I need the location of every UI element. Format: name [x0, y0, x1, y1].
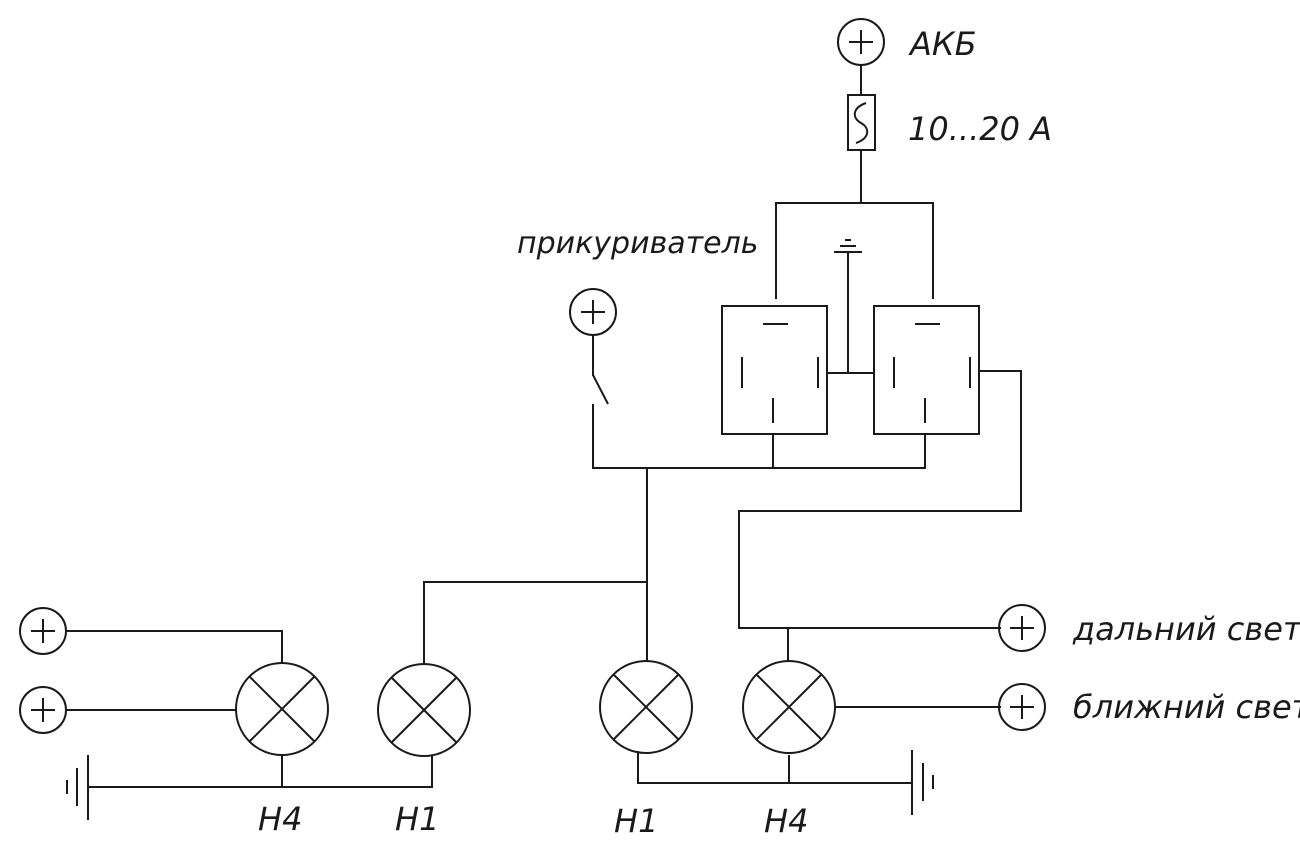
ground-icon-top	[834, 239, 862, 253]
wires	[66, 65, 1022, 788]
left-lower-terminal	[19, 686, 67, 734]
lamp-left-h4	[235, 662, 329, 756]
fuse-icon	[847, 94, 876, 151]
ground-icon-left	[66, 755, 89, 820]
left-upper-terminal	[19, 607, 67, 655]
wire-relay2-side-output	[738, 370, 1022, 629]
wire-lighter-to-bus	[592, 404, 926, 469]
relay-1	[721, 305, 828, 435]
low-beam-label: ближний свет	[1073, 688, 1300, 726]
lamp-label-left-h4: H4	[258, 800, 302, 838]
wire-left-upper-feed	[66, 630, 283, 663]
high-beam-label: дальний свет	[1072, 610, 1300, 648]
switch-icon	[592, 374, 609, 405]
lighter-plus-circle	[569, 288, 617, 336]
ground-icon-right	[911, 750, 934, 815]
lamp-right-h4	[742, 660, 836, 754]
lamp-label-right-h4: H4	[764, 802, 808, 840]
lamp-label-left-h1: H1	[395, 800, 439, 838]
battery-terminal	[837, 18, 885, 66]
wire-to-left-h1	[423, 581, 648, 665]
lamp-label-right-h1: H1	[614, 802, 658, 840]
wire-left-ground-bus	[281, 755, 433, 788]
relay-1-body	[721, 305, 828, 435]
lighter-terminal	[569, 288, 617, 336]
battery-label: АКБ	[908, 25, 977, 63]
battery-plus-circle	[837, 18, 885, 66]
wire-right-ground-bus	[637, 751, 790, 784]
lamp-right-h1	[599, 660, 693, 754]
lighter-label: прикуриватель	[517, 226, 758, 261]
relay-2-body	[873, 305, 980, 435]
relay-2	[873, 305, 980, 435]
low-beam-terminal	[998, 683, 1046, 731]
fuse-label: 10...20 А	[908, 110, 1052, 148]
high-beam-terminal	[998, 604, 1046, 652]
wire-split-to-relays	[775, 202, 934, 299]
lamp-left-h1	[377, 663, 471, 757]
